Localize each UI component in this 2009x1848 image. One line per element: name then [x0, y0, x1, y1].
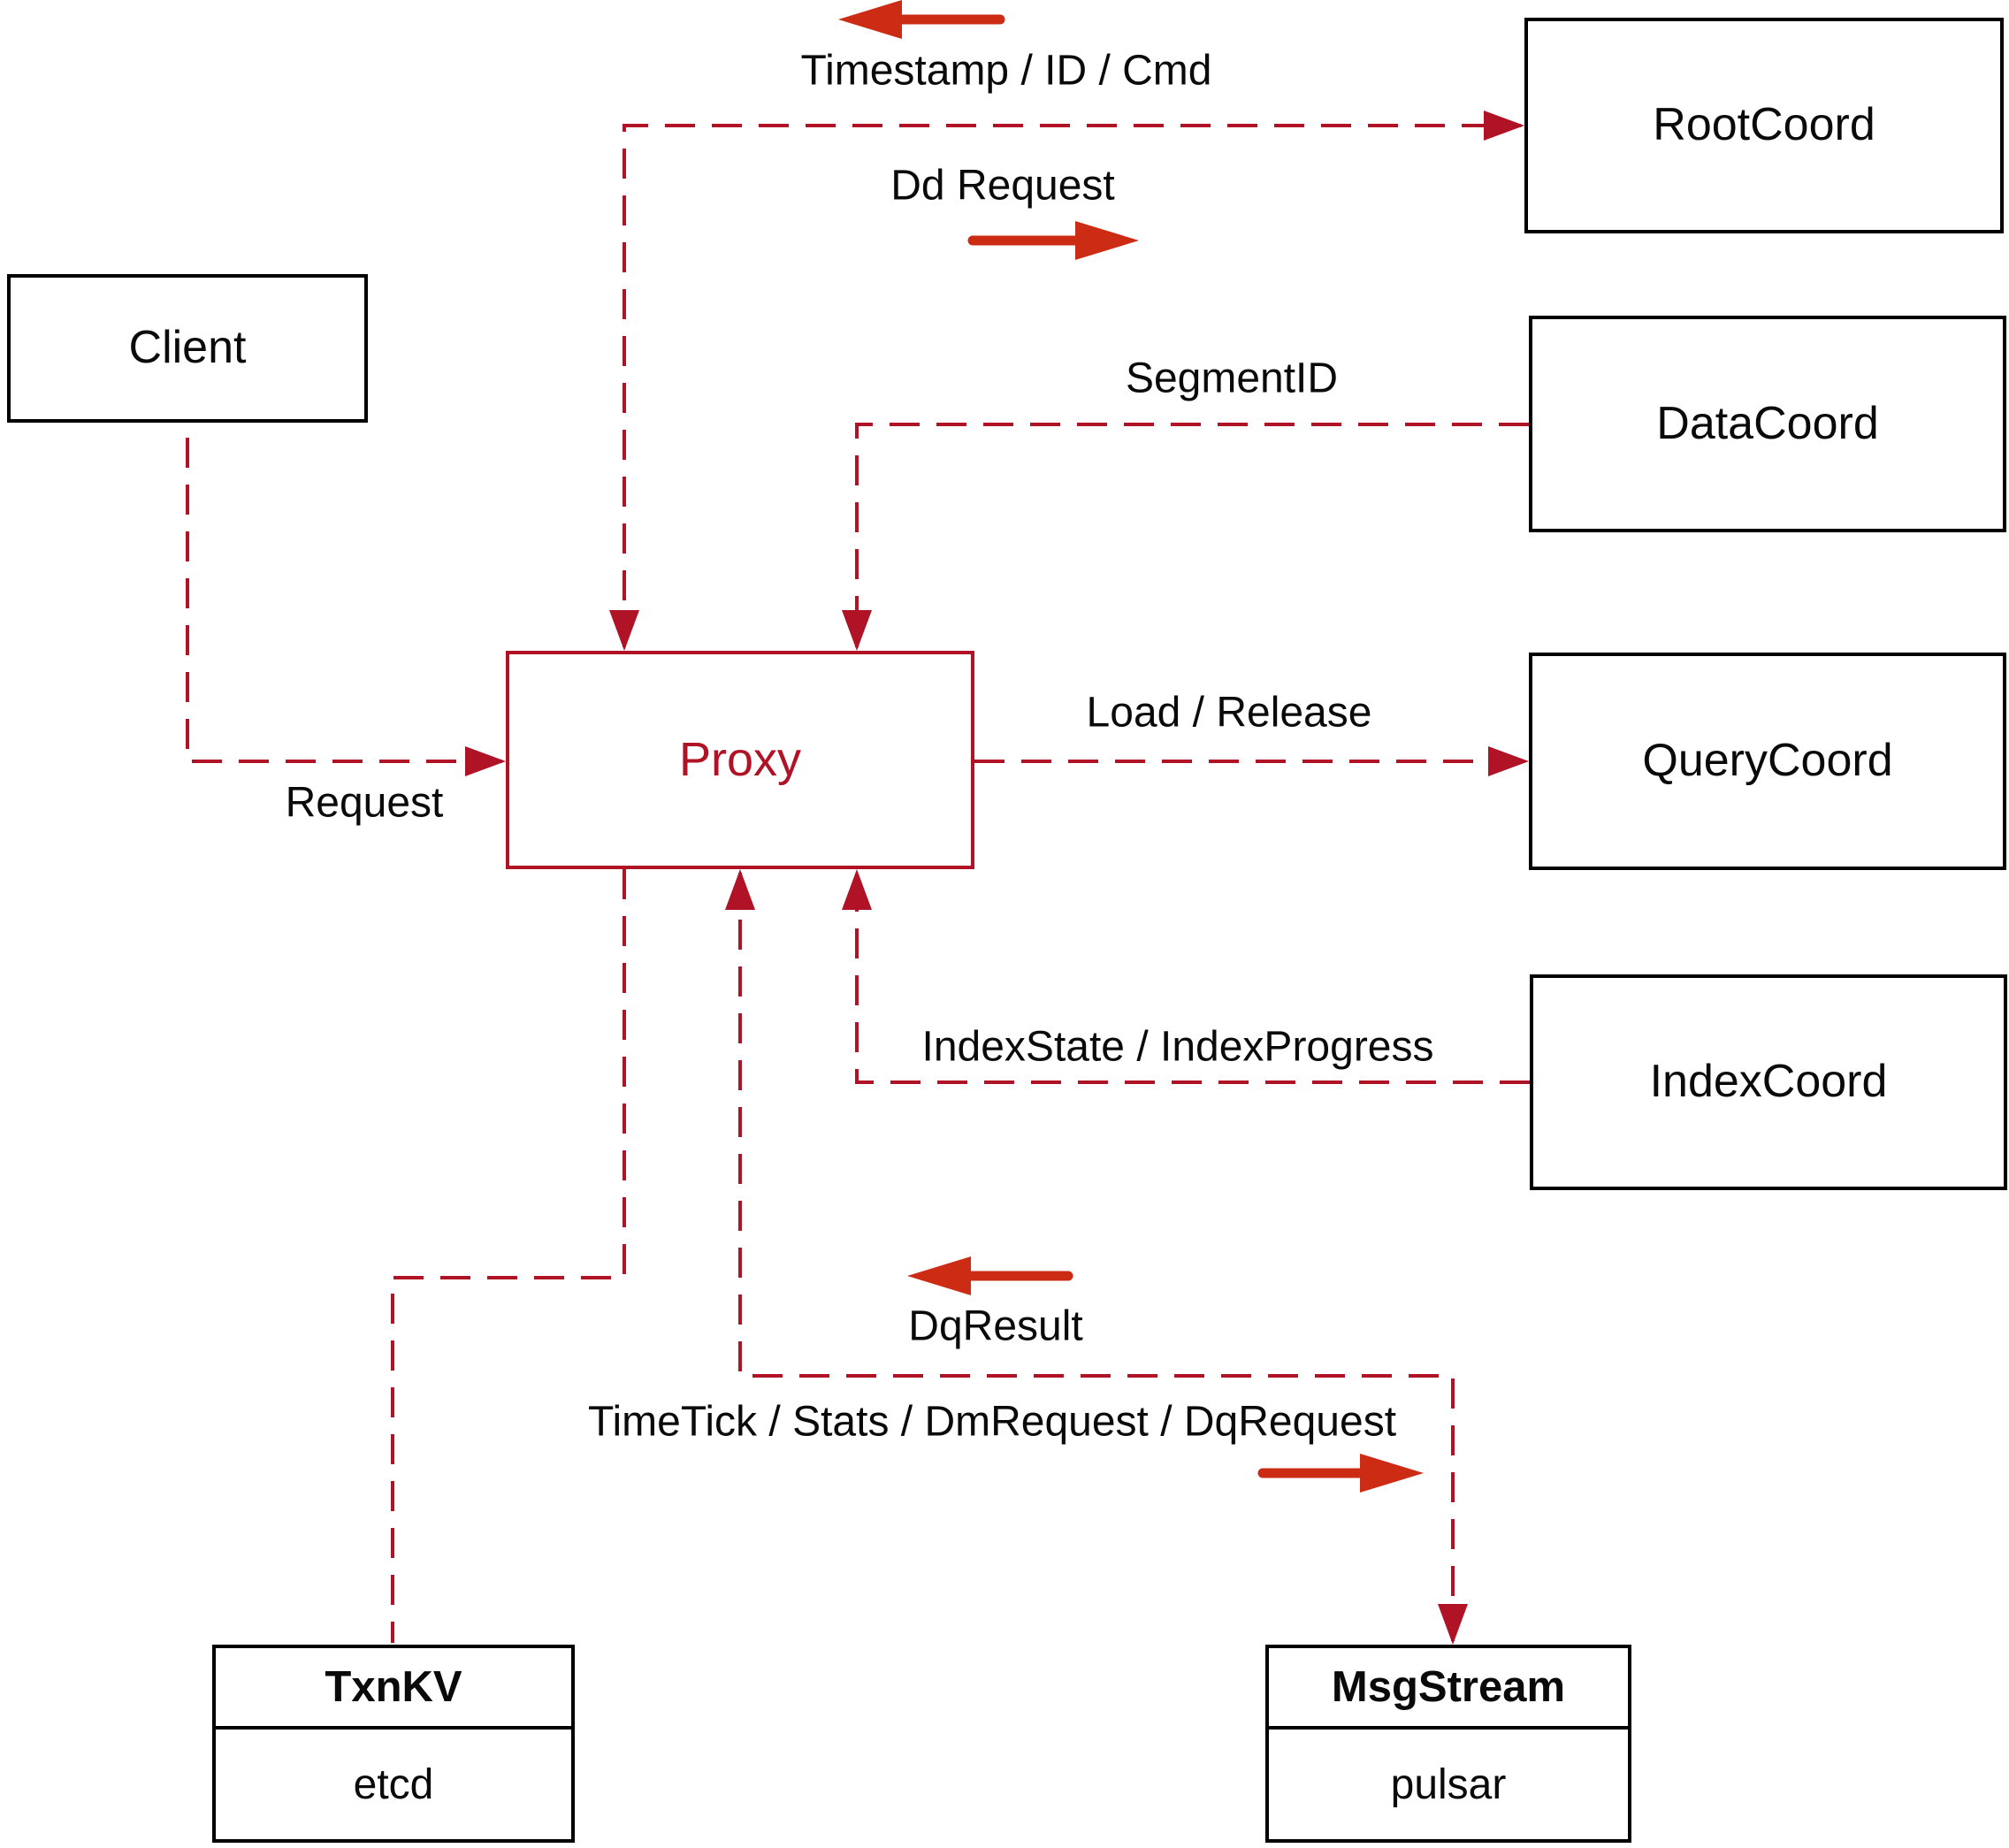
edge-label-dqresult: DqResult: [908, 1302, 1083, 1350]
msgstream-impl: pulsar: [1390, 1760, 1507, 1808]
edge-client-proxy: [186, 438, 506, 776]
edge-label-timetick-stats: TimeTick / Stats / DmRequest / DqRequest: [587, 1398, 1397, 1446]
edge-label-dd-request: Dd Request: [890, 162, 1115, 210]
edge-proxy-txnkv: [391, 869, 626, 1643]
node-querycoord: QueryCoord: [1529, 653, 2006, 870]
edge-label-request: Request: [285, 779, 444, 827]
node-txnkv: TxnKV etcd: [212, 1645, 575, 1843]
edge-proxy-rootcoord: [609, 111, 1524, 651]
edge-indexcoord-proxy: [842, 869, 1530, 1084]
txnkv-title: TxnKV: [216, 1648, 571, 1730]
edge-label-timestamp-id-cmd: Timestamp / ID / Cmd: [800, 47, 1212, 95]
txnkv-impl: etcd: [353, 1760, 434, 1808]
edge-label-indexstate-indexprogress: IndexState / IndexProgress: [921, 1023, 1434, 1071]
right-arrow-icon: [1257, 1454, 1424, 1493]
node-msgstream: MsgStream pulsar: [1265, 1645, 1631, 1843]
left-arrow-icon: [838, 0, 1005, 39]
edge-proxy-querycoord: [974, 746, 1529, 776]
node-proxy: Proxy: [506, 651, 974, 869]
node-client: Client: [7, 274, 368, 423]
node-rootcoord: RootCoord: [1524, 18, 2004, 233]
node-datacoord: DataCoord: [1529, 316, 2006, 532]
edge-proxy-msgstream: [725, 869, 1468, 1645]
right-arrow-icon: [967, 221, 1139, 260]
node-indexcoord: IndexCoord: [1530, 974, 2007, 1190]
left-arrow-icon: [907, 1256, 1073, 1295]
edge-label-segmentid: SegmentID: [1125, 355, 1339, 402]
edge-label-load-release: Load / Release: [1086, 689, 1372, 737]
edge-datacoord-proxy: [842, 423, 1529, 651]
msgstream-title: MsgStream: [1269, 1648, 1628, 1730]
